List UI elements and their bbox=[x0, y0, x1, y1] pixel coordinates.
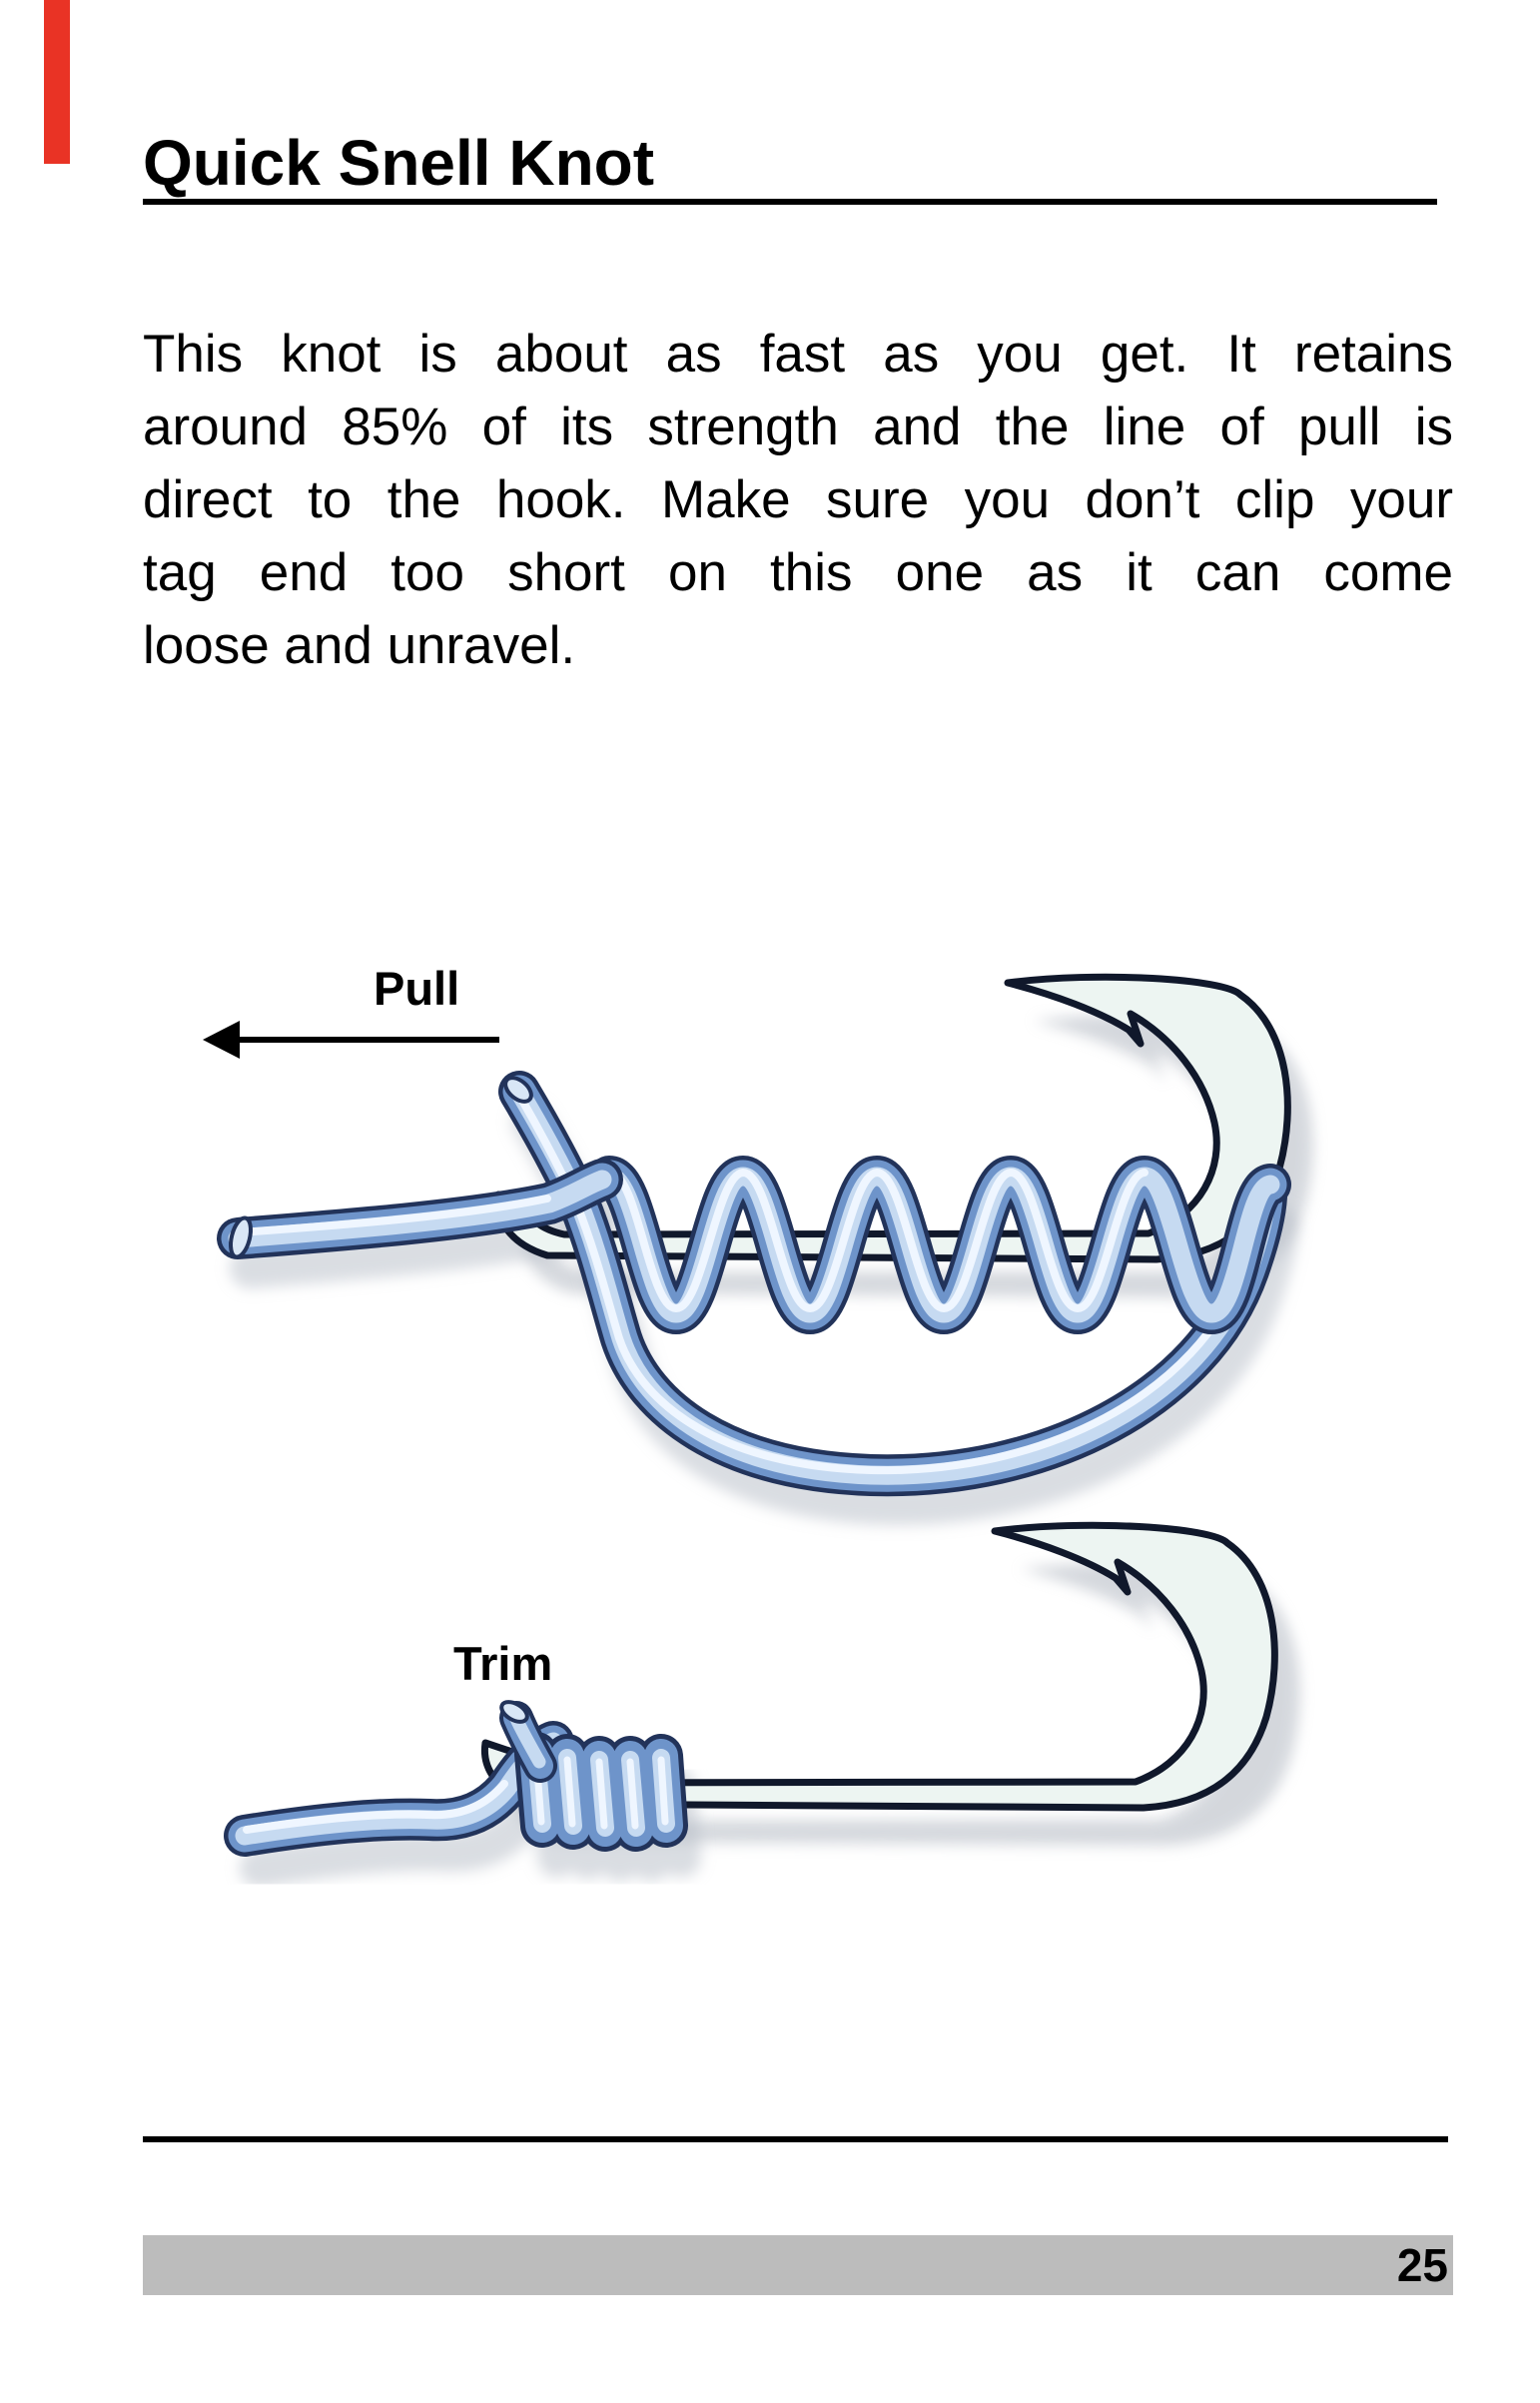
spiral-wraps-strand bbox=[588, 1155, 1291, 1335]
trim-label: Trim bbox=[453, 1637, 552, 1690]
body-paragraph: This knot is about as fast as you get. I… bbox=[143, 318, 1453, 682]
title-underline bbox=[143, 199, 1437, 205]
line-end-cut-face bbox=[229, 1215, 253, 1259]
footer-rule bbox=[143, 2136, 1448, 2142]
tight-coil-wraps bbox=[514, 1732, 688, 1852]
paragraph-line: loose and unravel. bbox=[143, 616, 576, 675]
tag-end-cut-face bbox=[503, 1076, 533, 1104]
paragraph-line: direct to the hook. Make sure you don’t … bbox=[143, 470, 1453, 529]
footer-bar: 25 bbox=[143, 2235, 1453, 2295]
pull-label: Pull bbox=[374, 962, 459, 1015]
page-number: 25 bbox=[1396, 2239, 1448, 2291]
red-bookmark-tab bbox=[44, 0, 70, 164]
snell-knot-step2-illustration bbox=[224, 1525, 1300, 1888]
paragraph-line: tag end too short on this one as it can … bbox=[143, 543, 1453, 602]
trimmed-tag-end bbox=[499, 1700, 557, 1783]
snell-knot-step1-illustration bbox=[217, 977, 1313, 1526]
page-title: Quick Snell Knot bbox=[143, 127, 655, 199]
paragraph-line: around 85% of its strength and the line … bbox=[143, 398, 1453, 456]
standing-line-strand bbox=[217, 1159, 623, 1259]
tag-end-cut-face bbox=[499, 1700, 529, 1724]
pull-arrow-icon bbox=[203, 1021, 499, 1059]
paragraph-line: This knot is about as fast as you get. I… bbox=[143, 325, 1453, 384]
